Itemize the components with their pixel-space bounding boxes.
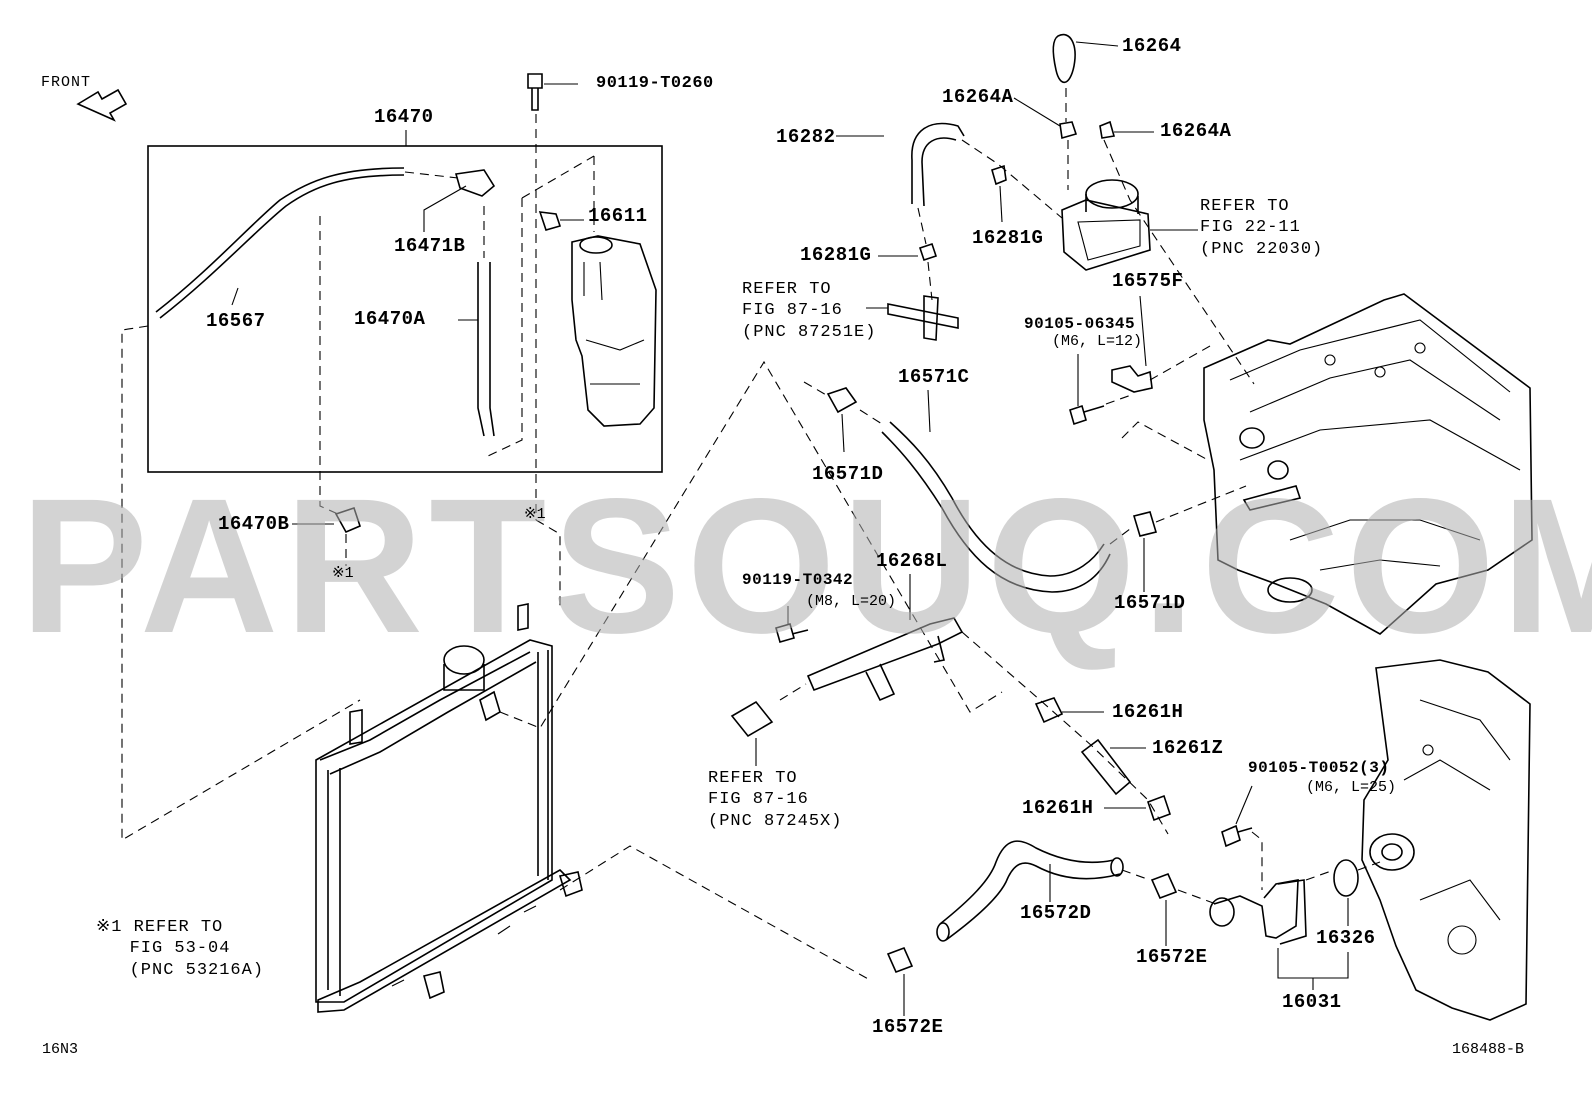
watermark: PARTSOUQ.COM (20, 458, 1592, 673)
timing-cover (1361, 659, 1531, 1021)
pipe-16470A (477, 262, 495, 437)
hose-16571C (881, 421, 1111, 593)
clamp-16281G-b (991, 164, 1007, 186)
label-90105-T0052-spec: (M6, L=25) (1306, 779, 1397, 796)
note-refer-22030: REFER TO FIG 22-11 (PNC 22030) (1200, 197, 1324, 259)
label-90119-T0342: 90119-T0342 (742, 571, 854, 589)
label-90105-06345: 90105-06345 (1024, 315, 1136, 333)
label-16470A: 16470A (354, 308, 426, 330)
label-16264A-left: 16264A (942, 86, 1014, 108)
front-arrow-icon (76, 88, 128, 122)
label-90119-T0342-spec: (M8, L=20) (806, 593, 897, 610)
clamp-16572E-a (1150, 872, 1178, 900)
bracket-16575F (1111, 365, 1153, 393)
footnote-ref-1: ※1 REFER TO FIG 53-04 (PNC 53216A) (96, 918, 265, 980)
label-16261H-top: 16261H (1112, 701, 1184, 723)
clip-16470B (334, 506, 361, 534)
gasket-16326 (1333, 859, 1359, 897)
footer-right-code: 168488-B (1452, 1041, 1525, 1058)
label-16031: 16031 (1282, 991, 1342, 1013)
hose-16261Z (1080, 738, 1132, 796)
label-16281G-left: 16281G (800, 244, 872, 266)
engine-block (1203, 293, 1533, 635)
clamp-16281G-a (918, 242, 938, 262)
clamp-16261H-a (1034, 697, 1064, 724)
label-16282: 16282 (776, 126, 836, 148)
hose-16282 (911, 122, 965, 207)
clamp-16572E-b (886, 946, 914, 974)
label-16572D: 16572D (1020, 902, 1092, 924)
label-16571D-right: 16571D (1114, 592, 1186, 614)
note-refer-87251E: REFER TO FIG 87-16 (PNC 87251E) (742, 280, 877, 342)
label-90105-T0052: 90105-T0052(3) (1248, 759, 1390, 777)
label-16575F: 16575F (1112, 270, 1184, 292)
fitting-16471B (454, 169, 496, 197)
label-16268L: 16268L (876, 550, 948, 572)
label-16567: 16567 (206, 310, 266, 332)
label-16470B: 16470B (218, 513, 290, 535)
group-box-16470 (147, 145, 663, 473)
label-16572E-left: 16572E (872, 1016, 944, 1038)
note-refer-87245X: REFER TO FIG 87-16 (PNC 87245X) (708, 769, 843, 831)
label-16571C: 16571C (898, 366, 970, 388)
label-90119-T0260: 90119-T0260 (596, 74, 714, 93)
hose-16567 (155, 167, 405, 313)
label-16261Z: 16261Z (1152, 737, 1224, 759)
reserve-tank-16611 (571, 235, 657, 427)
label-16471B: 16471B (394, 235, 466, 257)
label-16281G-right: 16281G (972, 227, 1044, 249)
front-label: FRONT (41, 74, 92, 91)
clamp-16261H-b (1146, 794, 1172, 822)
ref-mark-1-right: ※1 (524, 506, 546, 523)
label-16571D-left: 16571D (812, 463, 884, 485)
hose-16572D (939, 840, 1121, 941)
label-16470: 16470 (374, 106, 434, 128)
label-16572E-right: 16572E (1136, 946, 1208, 968)
label-16264A-right: 16264A (1160, 120, 1232, 142)
clamp-16571D-a (826, 387, 858, 414)
ref-mark-1-left: ※1 (332, 565, 354, 582)
clamp-16571D-b (1132, 511, 1158, 537)
label-16261H-bottom: 16261H (1022, 797, 1094, 819)
water-inlet-16031 (1213, 879, 1299, 939)
radiator (315, 603, 583, 1013)
bolt-90119-T0260 (527, 73, 543, 111)
label-16264: 16264 (1122, 35, 1182, 57)
label-90105-06345-spec: (M6, L=12) (1052, 333, 1143, 350)
cap-16264 (1052, 33, 1076, 84)
bolt-90105-T0052 (1221, 824, 1253, 848)
label-16326: 16326 (1316, 927, 1376, 949)
footer-left-code: 16N3 (42, 1041, 79, 1058)
label-16611: 16611 (588, 205, 648, 227)
